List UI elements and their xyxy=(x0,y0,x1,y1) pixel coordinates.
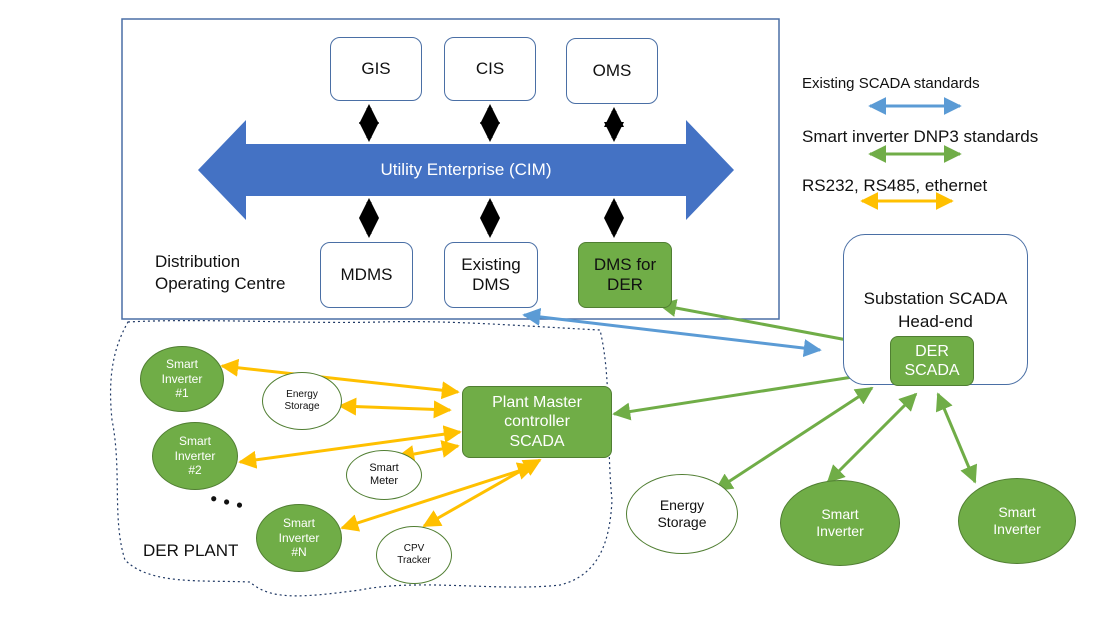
smart-inverter-2[interactable]: Smart Inverter #2 xyxy=(152,422,238,490)
smart-inverter-1[interactable]: Smart Inverter #1 xyxy=(140,346,224,412)
der-plant-label: DER PLANT xyxy=(143,541,239,560)
external-smart-inverter-1[interactable]: Smart Inverter xyxy=(780,480,900,566)
utility-enterprise-label: Utility Enterprise (CIM) xyxy=(380,159,552,179)
yellow-links xyxy=(220,358,542,532)
cis-box[interactable]: CIS xyxy=(444,37,536,101)
link-oc-substation xyxy=(522,307,822,358)
green-links xyxy=(612,299,978,492)
legend-label-dnp3: Smart inverter DNP3 standards xyxy=(802,127,1039,146)
utility-enterprise-bus xyxy=(198,120,734,220)
blue-links xyxy=(522,307,822,358)
link-inv2-pmc xyxy=(238,425,462,469)
der-scada-box[interactable]: DER SCADA xyxy=(890,336,974,386)
legend-arrows xyxy=(860,97,962,210)
smart-meter[interactable]: Smart Meter xyxy=(346,450,422,500)
cim-connectors xyxy=(359,104,624,238)
link-storage-derscada xyxy=(714,386,874,492)
substation-title: Substation SCADA Head-end xyxy=(863,289,1008,331)
link-cpv-pmc xyxy=(422,458,542,528)
plant-master-controller[interactable]: Plant Master controller SCADA xyxy=(462,386,612,458)
link-storage-pmc xyxy=(338,397,452,419)
link-inv1-pmc xyxy=(220,358,460,400)
link-inverter2-derscada xyxy=(935,392,978,484)
oms-box[interactable]: OMS xyxy=(566,38,658,104)
operating-centre-label: Distribution Operating Centre xyxy=(155,252,286,294)
link-inverter1-derscada xyxy=(826,392,918,484)
legend-label-scada: Existing SCADA standards xyxy=(802,75,980,92)
existing-dms-box[interactable]: Existing DMS xyxy=(444,242,538,308)
external-smart-inverter-2[interactable]: Smart Inverter xyxy=(958,478,1076,564)
external-energy-storage[interactable]: Energy Storage xyxy=(626,474,738,554)
legend-label-serial: RS232, RS485, ethernet xyxy=(802,176,988,195)
mdms-box[interactable]: MDMS xyxy=(320,242,413,308)
link-dmsder-derscada xyxy=(658,299,876,351)
gis-box[interactable]: GIS xyxy=(330,37,422,101)
smart-inverter-n[interactable]: Smart Inverter #N xyxy=(256,504,342,572)
cpv-tracker[interactable]: CPV Tracker xyxy=(376,526,452,584)
plant-energy-storage[interactable]: Energy Storage xyxy=(262,372,342,430)
dms-for-der-box[interactable]: DMS for DER xyxy=(578,242,672,308)
